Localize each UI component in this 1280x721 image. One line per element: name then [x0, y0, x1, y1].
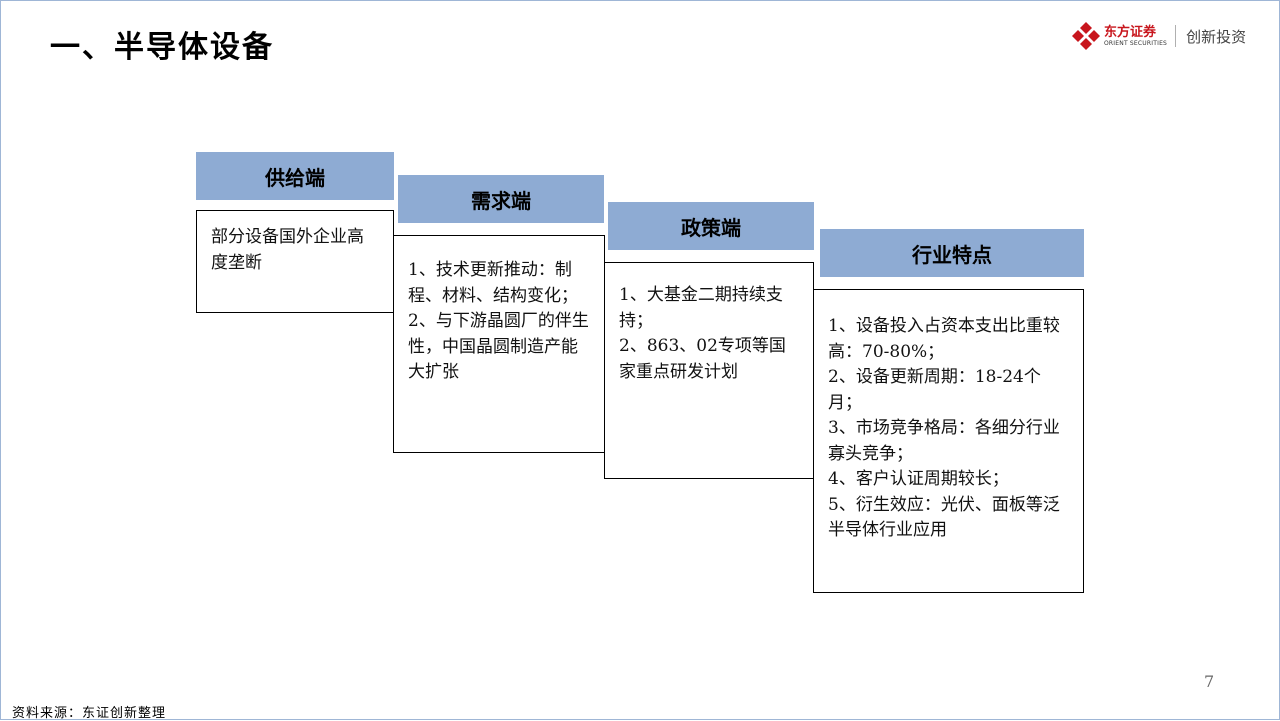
industry-line-1: 1、设备投入占资本支出比重较高：70-80%；: [828, 316, 1060, 362]
logo-divider: [1175, 25, 1177, 47]
industry-line-3: 3、市场竞争格局：各细分行业寡头竞争；: [828, 418, 1060, 464]
industry-line-5: 5、衍生效应：光伏、面板等泛半导体行业应用: [828, 494, 1060, 541]
page-title: 一、半导体设备: [50, 30, 274, 65]
demand-line-1: 1、技术更新推动：制程、材料、结构变化；: [408, 260, 578, 306]
supply-box: 部分设备国外企业高度垄断: [196, 210, 394, 313]
industry-line-4: 4、客户认证周期较长；: [828, 469, 1009, 489]
policy-box: 1、大基金二期持续支持； 2、863、02专项等国家重点研发计划: [604, 262, 814, 479]
supply-line-1: 部分设备国外企业高度垄断: [211, 227, 364, 273]
page-number: 7: [1204, 672, 1215, 691]
logo-slogan: 创新投资: [1186, 27, 1247, 46]
supply-header: 供给端: [196, 152, 394, 200]
demand-box: 1、技术更新推动：制程、材料、结构变化； 2、与下游晶圆厂的伴生性，中国晶圆制造…: [393, 235, 605, 453]
policy-header: 政策端: [608, 202, 814, 250]
demand-header: 需求端: [398, 175, 604, 223]
company-logo: 东方证券 ORIENT SECURITIES 创新投资: [1072, 20, 1246, 52]
policy-line-2: 2、863、02专项等国家重点研发计划: [619, 336, 786, 382]
orient-securities-logo-icon: [1072, 22, 1100, 50]
industry-header: 行业特点: [820, 229, 1084, 277]
demand-line-2: 2、与下游晶圆厂的伴生性，中国晶圆制造产能大扩张: [408, 311, 589, 382]
industry-box: 1、设备投入占资本支出比重较高：70-80%； 2、设备更新周期：18-24个月…: [813, 289, 1084, 593]
source-note: 资料来源：东证创新整理: [12, 706, 167, 721]
industry-line-2: 2、设备更新周期：18-24个月；: [828, 367, 1041, 413]
logo-company-en: ORIENT SECURITIES: [1104, 39, 1168, 47]
policy-line-1: 1、大基金二期持续支持；: [619, 285, 783, 331]
logo-company-cn: 东方证券: [1104, 24, 1157, 40]
